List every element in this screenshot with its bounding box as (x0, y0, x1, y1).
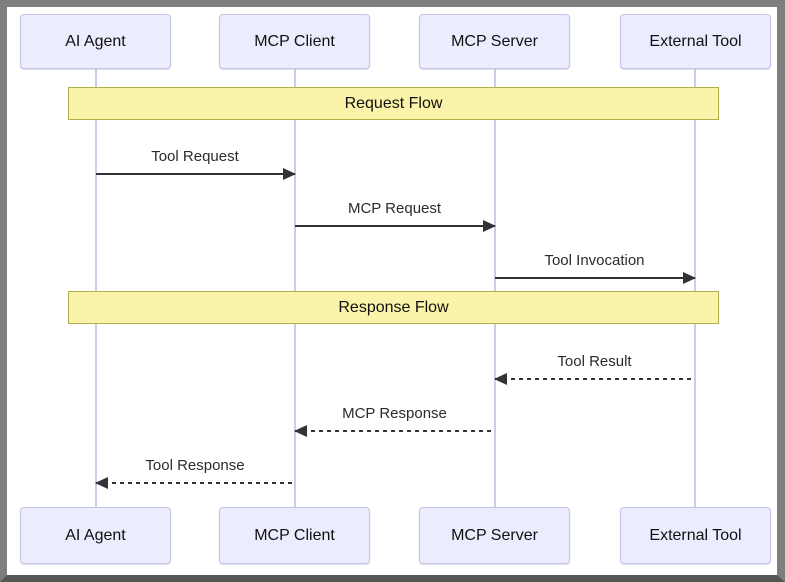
message-label: Tool Invocation (544, 252, 645, 269)
section-band-request-flow: Request Flow (68, 87, 719, 120)
lifeline-mcp-server (493, 69, 496, 507)
actor-box-external-tool-top: External Tool (620, 14, 771, 69)
message-label: Tool Result (557, 353, 632, 370)
actor-box-mcp-server-bottom: MCP Server (419, 507, 570, 564)
lifeline-external-tool (694, 69, 696, 507)
actor-label: MCP Client (254, 32, 335, 50)
message-arrow (294, 220, 496, 232)
actor-box-ai-agent-top: AI Agent (20, 14, 171, 69)
actor-box-mcp-client-top: MCP Client (219, 14, 370, 69)
message-arrow (494, 272, 696, 284)
actor-label: AI Agent (65, 526, 126, 544)
arrowhead-right-icon (682, 272, 696, 284)
message-label: Tool Request (151, 148, 239, 165)
lifeline-ai-agent (94, 69, 97, 507)
arrowhead-left-icon (293, 425, 307, 437)
arrowhead-right-icon (282, 168, 296, 180)
actor-box-external-tool-bottom: External Tool (620, 507, 771, 564)
message-label: MCP Request (347, 200, 442, 217)
actor-label: AI Agent (65, 32, 126, 50)
lifeline-mcp-client (293, 69, 296, 507)
actor-label: External Tool (649, 526, 742, 544)
message-arrow (94, 477, 295, 489)
message-arrow (293, 425, 495, 437)
actor-box-mcp-server-top: MCP Server (419, 14, 570, 69)
actor-box-ai-agent-bottom: AI Agent (20, 507, 171, 564)
actor-label: MCP Server (451, 526, 538, 544)
message-label: MCP Response (342, 405, 447, 422)
section-band-response-flow: Response Flow (68, 291, 719, 324)
arrowhead-right-icon (482, 220, 496, 232)
message-arrow (95, 168, 296, 180)
actor-box-mcp-client-bottom: MCP Client (219, 507, 370, 564)
arrowhead-left-icon (94, 477, 108, 489)
message-arrow (493, 373, 695, 385)
section-label: Request Flow (344, 94, 443, 112)
actor-label: MCP Client (254, 526, 335, 544)
actor-label: MCP Server (451, 32, 538, 50)
actor-label: External Tool (649, 32, 742, 50)
arrowhead-left-icon (493, 373, 507, 385)
message-label: Tool Response (145, 457, 245, 474)
section-label: Response Flow (338, 298, 449, 316)
